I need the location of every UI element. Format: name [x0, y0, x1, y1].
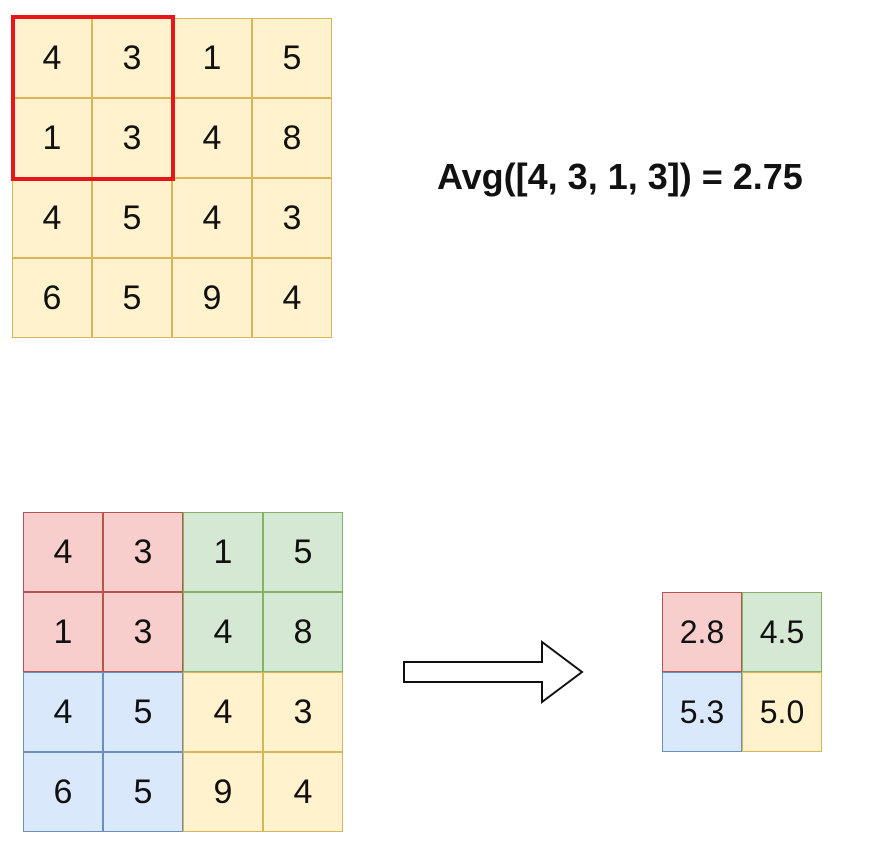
- matrix-cell: 6: [23, 752, 103, 832]
- matrix-cell: 1: [23, 592, 103, 672]
- matrix-cell: 5: [103, 672, 183, 752]
- matrix-cell: 5: [92, 178, 172, 258]
- matrix-cell: 4: [183, 592, 263, 672]
- matrix-cell: 9: [183, 752, 263, 832]
- matrix-cell: 5: [252, 18, 332, 98]
- matrix-cell: 5: [263, 512, 343, 592]
- matrix-cell: 3: [263, 672, 343, 752]
- matrix-cell: 4: [12, 178, 92, 258]
- matrix-cell: 1: [172, 18, 252, 98]
- matrix-cell: 3: [92, 18, 172, 98]
- input-matrix-top: 4 3 1 5 1 3 4 8 4 5 4 3 6 5 9 4: [12, 18, 332, 338]
- matrix-cell: 3: [103, 592, 183, 672]
- output-cell: 5.0: [742, 672, 822, 752]
- matrix-cell: 9: [172, 258, 252, 338]
- matrix-cell: 4: [252, 258, 332, 338]
- matrix-cell: 3: [252, 178, 332, 258]
- input-matrix-quadrants: 4 3 1 5 1 3 4 8 4 5 4 3 6 5 9 4: [23, 512, 343, 832]
- average-formula: Avg([4, 3, 1, 3]) = 2.75: [437, 156, 803, 197]
- matrix-cell: 5: [92, 258, 172, 338]
- output-cell: 4.5: [742, 592, 822, 672]
- output-cell: 2.8: [662, 592, 742, 672]
- matrix-cell: 3: [103, 512, 183, 592]
- matrix-cell: 4: [172, 98, 252, 178]
- matrix-cell: 8: [263, 592, 343, 672]
- matrix-cell: 4: [23, 672, 103, 752]
- matrix-cell: 1: [183, 512, 263, 592]
- matrix-cell: 8: [252, 98, 332, 178]
- matrix-cell: 5: [103, 752, 183, 832]
- pooling-window-highlight: [11, 15, 175, 181]
- matrix-cell: 1: [12, 98, 92, 178]
- matrix-cell: 4: [172, 178, 252, 258]
- output-matrix: 2.8 4.5 5.3 5.0: [662, 592, 822, 752]
- output-cell: 5.3: [662, 672, 742, 752]
- right-arrow-icon: [403, 640, 584, 704]
- matrix-cell: 4: [183, 672, 263, 752]
- matrix-cell: 4: [23, 512, 103, 592]
- matrix-cell: 4: [12, 18, 92, 98]
- matrix-cell: 6: [12, 258, 92, 338]
- matrix-cell: 4: [263, 752, 343, 832]
